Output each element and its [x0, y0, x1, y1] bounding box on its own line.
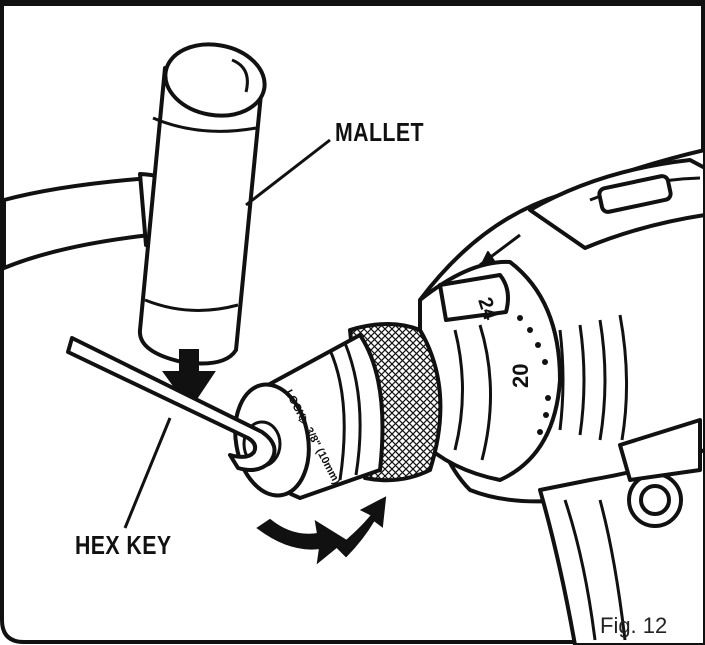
mallet-face: [163, 42, 267, 118]
mallet-drawing: [2, 42, 267, 366]
drill-drawing: [418, 148, 705, 645]
mallet-leader-line: [245, 138, 331, 207]
hex-key: [66, 336, 277, 472]
rotation-arrow-right: [336, 496, 387, 558]
dial-number-20: 20: [508, 364, 533, 388]
hex-key-label: HEX KEY: [75, 530, 172, 560]
rotation-arrow-left: [256, 518, 347, 565]
mallet-handle: [2, 176, 152, 270]
impact-arrow: [162, 349, 216, 410]
dial-tab: [438, 273, 510, 322]
vent-slots: [558, 314, 629, 441]
figure-caption: Fig. 12: [600, 613, 668, 638]
drill-trigger: [618, 418, 702, 482]
hexkey-leader-line: [123, 417, 172, 529]
dial-ticks: [517, 315, 551, 435]
drill-top-button: [597, 174, 673, 214]
mallet-label: MALLET: [335, 117, 424, 147]
